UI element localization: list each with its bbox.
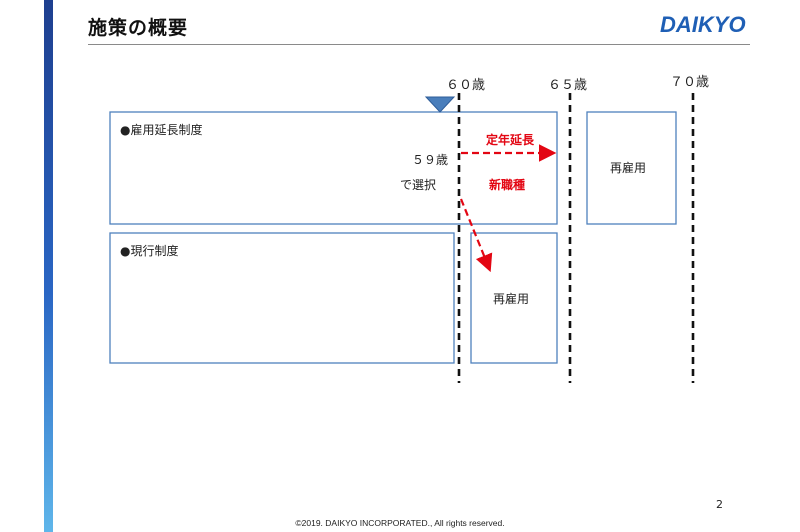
current-system-label: ●現行制度 (120, 243, 178, 258)
age-60-label: ６０歳 (446, 78, 485, 93)
title-divider (88, 44, 750, 45)
page-number: 2 (716, 498, 723, 511)
select-age-label: ５９歳 (412, 153, 448, 167)
new-job-type-label: 新職種 (489, 177, 525, 192)
retirement-extension-label: 定年延長 (486, 132, 535, 147)
page-title: 施策の概要 (88, 17, 189, 39)
rehire-lower-box (470, 232, 558, 364)
extension-system-box (109, 111, 558, 225)
rehire-lower-label: 再雇用 (493, 291, 529, 306)
select-text-label: で選択 (400, 178, 436, 192)
rehire-upper-label: 再雇用 (610, 160, 646, 175)
copyright-notice: ©2019. DAIKYO INCORPORATED., All rights … (295, 518, 505, 528)
selection-marker-icon (424, 96, 456, 113)
daikyo-logo: DAIKYO (660, 12, 746, 37)
rehire-upper-box (586, 111, 677, 225)
current-system-box (109, 232, 455, 364)
extension-system-label: ●雇用延長制度 (120, 122, 202, 137)
age-65-label: ６５歳 (548, 78, 587, 93)
age-70-label: ７０歳 (670, 75, 709, 90)
side-accent-bar (44, 0, 53, 532)
rehire-arrow (459, 198, 493, 273)
